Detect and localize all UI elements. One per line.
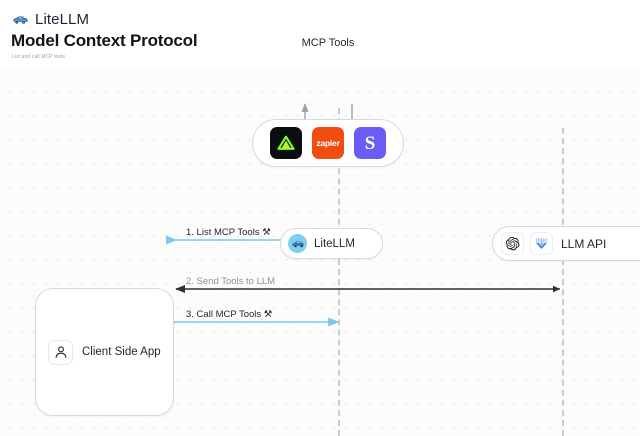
gemini-logo-icon [530,232,553,255]
diagram-canvas: MCP Tools zapier S [0,37,640,436]
litellm-avatar-icon [288,234,307,253]
node-client-label: Client Side App [82,346,161,358]
node-client-side-app[interactable]: Client Side App [35,288,174,416]
slack-s-icon[interactable]: S [354,127,386,159]
node-litellm[interactable]: LiteLLM [280,228,383,259]
flow-2-label: 2. Send Tools to LLM [186,276,276,287]
mcp-tools-label: MCP Tools [301,37,355,49]
node-llm-api-label: LLM API [561,236,607,251]
user-person-icon [48,339,73,365]
flow-1-label: 1. List MCP Tools ⚒ [186,227,271,238]
page-subtitle: List and call MCP tools [12,54,66,60]
lifeline-llm-api [562,128,564,436]
zapier-wordmark-icon[interactable]: zapier [312,127,344,159]
truck-icon [13,15,28,24]
zapier-label: zapier [316,138,340,148]
mcp-tools-group[interactable]: zapier S [252,119,404,167]
brand-name: LiteLLM [35,10,90,28]
page-title: Model Context Protocol [11,31,198,50]
linear-triangle-icon[interactable] [270,127,302,159]
brand: LiteLLM [12,8,89,30]
node-llm-api[interactable]: LLM API [492,226,640,261]
openai-logo-icon [501,232,524,255]
lifeline-litellm [338,108,340,436]
flow-3-label: 3. Call MCP Tools ⚒ [186,309,273,320]
node-litellm-label: LiteLLM [314,237,355,250]
flow-2-arrow-head-right [553,285,560,293]
slack-letter: S [364,132,376,154]
